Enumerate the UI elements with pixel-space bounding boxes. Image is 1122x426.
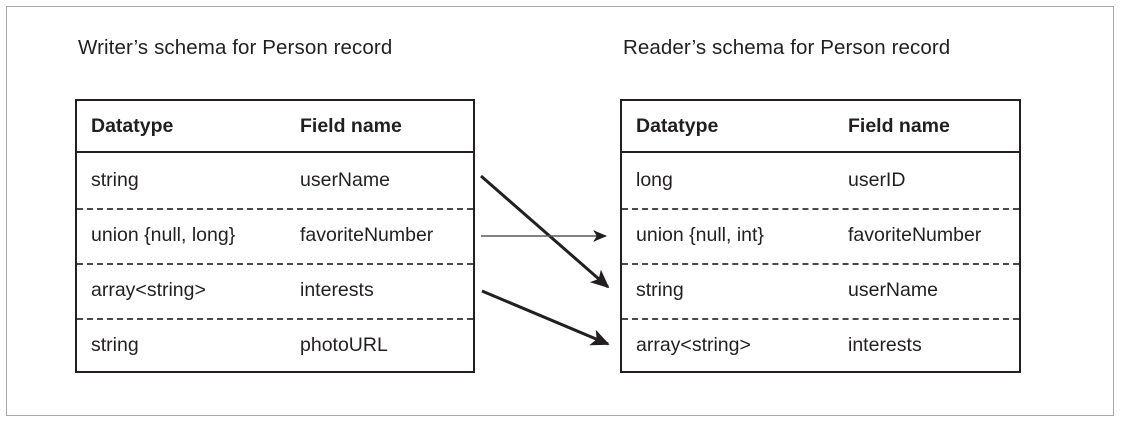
reader-row-2-field: userName xyxy=(848,279,938,301)
reader-row-3-field: interests xyxy=(848,334,922,356)
writer-row-1-datatype: union {null, long} xyxy=(91,224,236,246)
reader-row-3-datatype: array<string> xyxy=(636,334,751,356)
reader-table-row: long userID xyxy=(622,153,1019,208)
reader-table-row: array<string> interests xyxy=(622,318,1019,373)
writer-row-1-field: favoriteNumber xyxy=(300,224,434,246)
writer-header-field-name: Field name xyxy=(300,114,402,137)
reader-header-datatype: Datatype xyxy=(636,114,719,137)
reader-row-2-datatype: string xyxy=(636,279,684,301)
writer-row-3-datatype: string xyxy=(91,334,139,356)
writer-header-datatype: Datatype xyxy=(91,114,174,137)
reader-table-row: string userName xyxy=(622,263,1019,318)
writer-row-2-field: interests xyxy=(300,279,374,301)
reader-schema-caption: Reader’s schema for Person record xyxy=(623,36,951,59)
writer-table-row: string photoURL xyxy=(77,318,473,373)
reader-row-1-field: favoriteNumber xyxy=(848,224,982,246)
writer-row-0-datatype: string xyxy=(91,169,139,191)
writer-table-row: union {null, long} favoriteNumber xyxy=(77,208,473,263)
reader-row-0-datatype: long xyxy=(636,169,673,191)
writer-row-2-datatype: array<string> xyxy=(91,279,206,301)
writer-row-3-field: photoURL xyxy=(300,334,388,356)
reader-row-0-field: userID xyxy=(848,169,906,191)
writer-schema-table: Datatype Field name string userName unio… xyxy=(75,99,475,373)
reader-row-1-datatype: union {null, int} xyxy=(636,224,764,246)
writer-table-row: string userName xyxy=(77,153,473,208)
reader-table-header-row: Datatype Field name xyxy=(622,101,1019,153)
reader-header-field-name: Field name xyxy=(848,114,950,137)
writer-row-0-field: userName xyxy=(300,169,390,191)
writer-table-row: array<string> interests xyxy=(77,263,473,318)
reader-schema-table: Datatype Field name long userID union {n… xyxy=(620,99,1021,373)
writer-table-header-row: Datatype Field name xyxy=(77,101,473,153)
reader-table-row: union {null, int} favoriteNumber xyxy=(622,208,1019,263)
writer-schema-caption: Writer’s schema for Person record xyxy=(78,36,393,59)
